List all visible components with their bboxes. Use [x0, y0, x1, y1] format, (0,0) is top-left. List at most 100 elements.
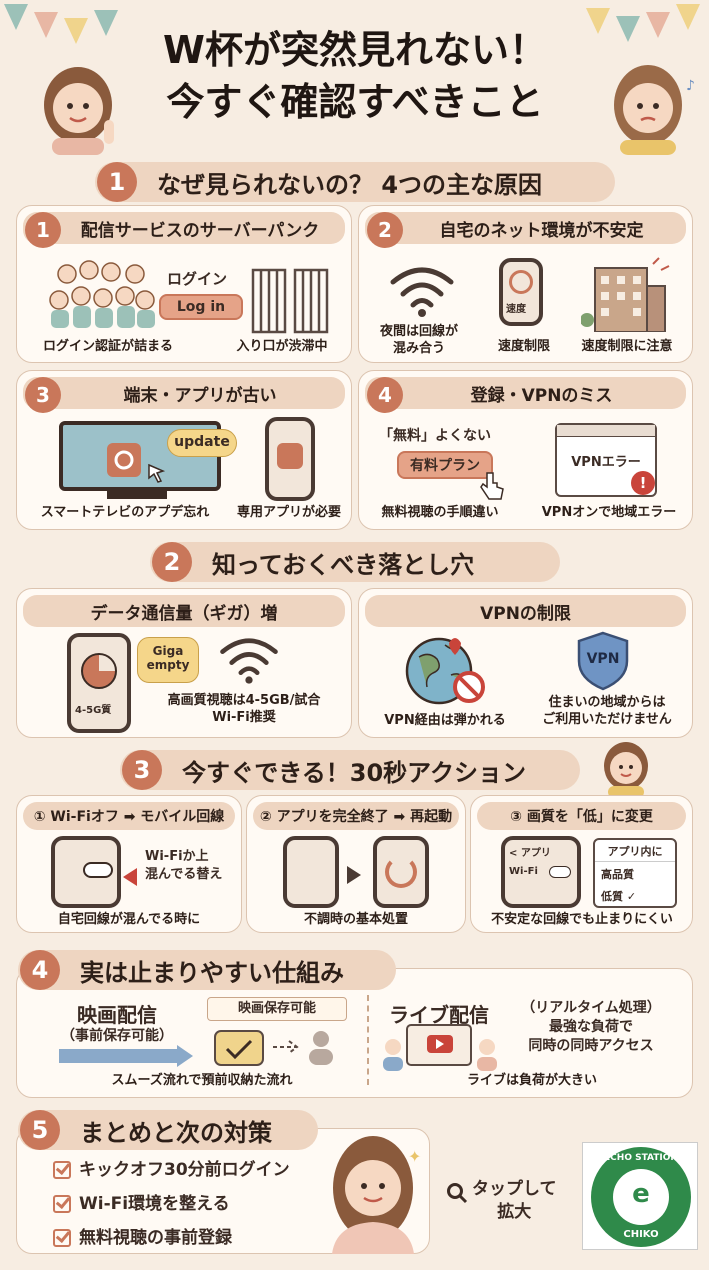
cause-card-header: 端末・アプリが古い — [23, 377, 345, 409]
checklist-item: キックオフ30分前ログイン — [53, 1155, 290, 1180]
section2-header: 知っておくべき落とし穴 — [150, 542, 560, 582]
checklist-label: キックオフ30分前ログイン — [79, 1160, 290, 1180]
pitfall-caption: 高画質視聴は4-5GB/試合 Wi-Fi推奨 — [167, 693, 321, 725]
arrow-right-head — [177, 1045, 193, 1067]
app-back-label: < アプリ — [509, 848, 551, 859]
checklist-label: 無料視聴の事前登録 — [79, 1228, 232, 1248]
logo-inner-circle — [613, 1169, 669, 1225]
live-note: （リアルタイム処理） 最強な負荷で 同時の同時アクセス — [521, 1000, 661, 1054]
action-title: ② アプリを完全終了 ➡ 再起動 — [259, 809, 453, 825]
cause-caption: 無料視聴の手順違い — [381, 505, 499, 520]
quality-option-high: 高品質 — [601, 868, 634, 881]
cause-number: 1 — [25, 212, 61, 248]
cause-caption: ログイン認証が詰まる — [42, 339, 173, 354]
tap-hand-icon — [480, 472, 504, 500]
title-line-1: W杯が突然見れない！ — [163, 28, 547, 72]
gear-icon — [277, 443, 303, 469]
action-title: ③ 画質を「低」に変更 — [510, 809, 653, 825]
arrow-right-icon — [59, 1049, 179, 1063]
movie-save-box: 映画保存可能 — [207, 997, 347, 1021]
cause-caption: 夜間は回線が 混み合う — [379, 324, 458, 356]
divider — [367, 995, 369, 1085]
cause-card-registration: 登録・VPNのミス 4 「無料」よくない 有料プラン VPNエラー ! 無料視聴… — [358, 370, 693, 530]
cause-caption: 入り口が渋滞中 — [236, 339, 328, 354]
pitfall-caption: 住まいの地域からは ご利用いただけません — [542, 695, 672, 727]
login-label: ログイン — [167, 270, 228, 288]
paid-plan-button: 有料プラン — [397, 451, 493, 479]
globe-blocked-icon — [405, 637, 485, 705]
tap-to-zoom-label: タップして 拡大 — [472, 1179, 557, 1222]
logo-top-text: ECHO STATION — [604, 1153, 678, 1163]
svg-text:✦: ✦ — [408, 1147, 421, 1166]
tap-to-zoom[interactable]: タップして 拡大 — [446, 1178, 557, 1224]
cause-card-header: 登録・VPNのミス — [365, 377, 686, 409]
wifi-icon — [390, 267, 454, 317]
woman-thumbs-up-illustration — [604, 742, 648, 798]
mechanism-caption: ライブは負荷が大きい — [466, 1073, 597, 1088]
pitfall-card-header: VPNの制限 — [365, 595, 686, 627]
cause-number: 3 — [25, 377, 61, 413]
cause-card-header: 自宅のネット環境が不安定 — [365, 212, 686, 244]
checklist-label: Wi-Fi環境を整える — [79, 1194, 230, 1214]
bunting-decoration-right — [580, 0, 709, 60]
movie-title: 映画配信 — [77, 1003, 157, 1027]
pitfall-card-data: データ通信量（ギガ）増 4-5G質 Giga empty 高画質視聴は4-5GB… — [16, 588, 352, 738]
shield-label: VPN — [586, 651, 620, 667]
bunting-decoration-left — [0, 0, 130, 60]
crowd-icon — [49, 260, 155, 328]
quality-option-low: 低質 ✓ — [601, 890, 637, 903]
quality-menu: アプリ内に 高品質 低質 ✓ — [593, 838, 677, 908]
cause-title: 配信サービスのサーバーパンク — [80, 220, 320, 241]
phone-settings-icon: < アプリ Wi-Fi — [501, 836, 581, 908]
pitfall-title: データ通信量（ギガ）増 — [90, 603, 278, 624]
section3-number: 3 — [122, 750, 162, 790]
live-stream-icon — [383, 1024, 497, 1071]
action-card-header: ① Wi-Fiオフ ➡ モバイル回線 — [23, 802, 235, 830]
checkbox-icon — [53, 1229, 71, 1247]
logo-mark: e — [632, 1179, 650, 1209]
cause-title: 登録・VPNのミス — [470, 385, 613, 406]
arrow-left-icon — [123, 868, 137, 886]
cause-card-server: 配信サービスのサーバーパンク 1 ログイン Log in ログイン認証が詰まる … — [16, 205, 352, 363]
mechanism-caption: スムーズ流れで預前収納た流れ — [111, 1073, 293, 1088]
pitfall-caption: VPN経由は弾かれる — [384, 713, 506, 728]
cause-caption: スマートテレビのアプデ忘れ — [40, 505, 210, 520]
action-card-header: ③ 画質を「低」に変更 — [477, 802, 686, 830]
woman-thinking-illustration: ♪ — [614, 65, 695, 155]
checklist-item: 無料視聴の事前登録 — [53, 1223, 232, 1248]
storage-to-user-icon — [214, 1030, 333, 1066]
section4-title: 実は止まりやすい仕組み — [80, 958, 344, 987]
section2-number: 2 — [152, 542, 192, 582]
cause-card-device: 端末・アプリが古い 3 update スマートテレビのアプデ忘れ 専用アプリが必… — [16, 370, 352, 530]
toggle-switch — [549, 866, 571, 878]
phone-closed-app-icon — [283, 836, 339, 908]
action-card-wifi: ① Wi-Fiオフ ➡ モバイル回線 Wi-Fiか上 混んでる替え 自宅回線が混… — [16, 795, 242, 933]
cause-caption: 速度制限に注意 — [581, 339, 673, 354]
arrow-right-icon — [347, 866, 361, 884]
search-icon — [447, 1183, 468, 1204]
cause-number: 2 — [367, 212, 403, 248]
wifi-setting-label: Wi-Fi — [509, 866, 538, 877]
action-caption: 自宅回線が混んでる時に — [57, 912, 201, 927]
cause-number: 4 — [367, 377, 403, 413]
cause-caption: 速度制限 — [497, 339, 550, 354]
quality-menu-title: アプリ内に — [595, 843, 675, 862]
pitfall-card-vpn: VPNの制限 VPN VPN経由は弾かれる 住まいの地域からは ご利用いただけま… — [358, 588, 693, 738]
title-line-2: 今すぐ確認すべきこと — [166, 80, 544, 124]
toggle-switch — [83, 862, 113, 878]
action-caption: 不調時の基本処置 — [303, 912, 408, 927]
section3-title: 今すぐできる！30秒アクション — [182, 758, 526, 787]
phone-speed-icon: 速度 — [499, 258, 543, 326]
page-title: W杯が突然見れない！ 今すぐ確認すべきこと — [110, 24, 600, 128]
login-button: Log in — [159, 294, 243, 320]
checkbox-icon — [53, 1195, 71, 1213]
action-caption: 不安定な回線でも止まりにくい — [491, 912, 673, 927]
refresh-icon — [385, 856, 417, 888]
phone-data-icon: 4-5G質 — [67, 633, 131, 733]
giga-empty-bubble: Giga empty — [137, 637, 199, 683]
gate-icon — [251, 268, 329, 334]
phone-app-icon — [265, 417, 315, 501]
section5-header: まとめと次の対策 — [18, 1110, 318, 1150]
free-note: 「無料」よくない — [379, 428, 491, 444]
section2-title: 知っておくべき落とし穴 — [212, 550, 475, 579]
